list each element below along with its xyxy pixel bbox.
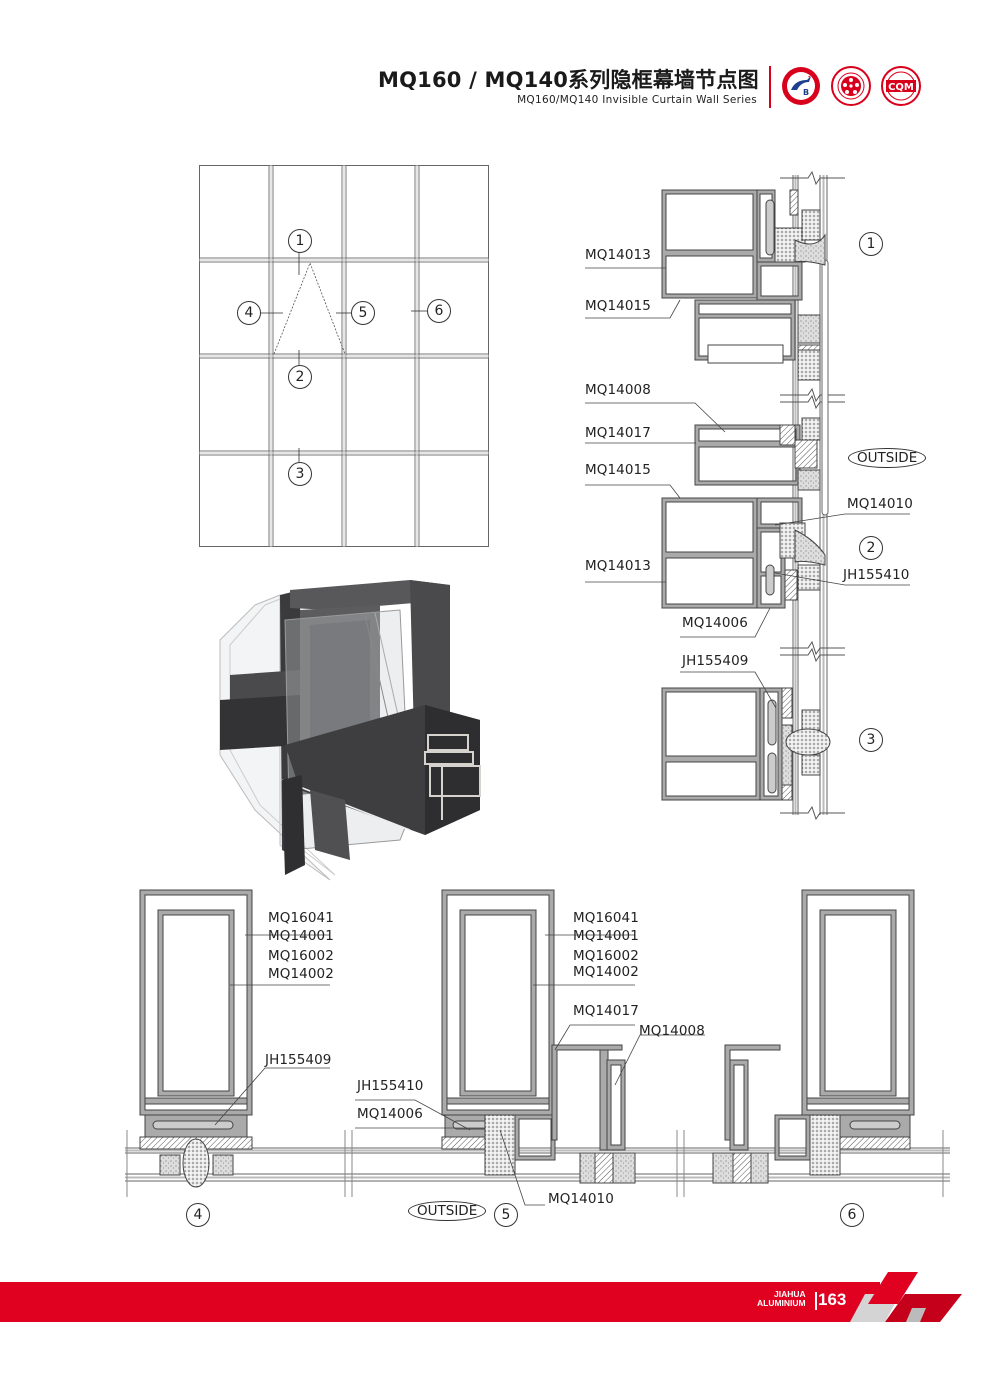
gb-certification-logo: B [782,67,820,105]
label-mq14017: MQ14017 [585,425,651,441]
label-mq14008: MQ14008 [585,382,651,398]
s5-label-mq14008: MQ14008 [639,1023,705,1039]
footer-brand: JIAHUA ALUMINIUM [757,1290,806,1308]
curtain-wall-3d-render [219,580,481,881]
s4-label-mq14001: MQ14001 [268,928,334,944]
footer-brand-line2: ALUMINIUM [757,1298,806,1308]
page-number: 163 [818,1290,847,1309]
outside-label-horizontal: OUTSIDE [408,1201,487,1221]
section-marker-6: 6 [840,1203,864,1227]
marker-6: 6 [427,299,451,323]
marker-4: 4 [237,301,261,325]
label-mq14006: MQ14006 [682,615,748,631]
footer-chevron-graphic [840,1272,962,1322]
title-divider [769,66,771,108]
svg-text:B: B [803,88,809,97]
footer-band [0,1282,880,1322]
s5-label-mq16041: MQ16041 [573,910,639,926]
s4-label-jh155409: JH155409 [265,1052,332,1068]
label-mq14013-mid: MQ14013 [585,558,651,574]
vertical-section-drawing [585,170,910,821]
quality-seal-logo [831,66,871,106]
marker-5: 5 [351,301,375,325]
label-mq14010: MQ14010 [847,496,913,512]
marker-2: 2 [288,365,312,389]
label-jh155410: JH155410 [843,567,910,583]
section-marker-5: 5 [494,1203,518,1227]
page-title: MQ160 / MQ140系列隐框幕墙节点图 [378,68,759,92]
s4-label-mq16041: MQ16041 [268,910,334,926]
label-mq14015-mid: MQ14015 [585,462,651,478]
outside-label-vertical: OUTSIDE [848,448,927,468]
section-marker-4: 4 [186,1203,210,1227]
elevation-grid [199,165,489,547]
s4-label-mq14002: MQ14002 [268,966,334,982]
label-jh155409: JH155409 [682,653,749,669]
cqm-certification-logo: CQM [881,66,921,106]
s4-label-mq16002: MQ16002 [268,948,334,964]
section-marker-2: 2 [859,536,883,560]
s5-label-mq14001: MQ14001 [573,928,639,944]
s5-label-mq14006: MQ14006 [357,1106,423,1122]
horizontal-sections-drawing [125,889,950,1206]
s5-label-mq14017: MQ14017 [573,1003,639,1019]
page-subtitle: MQ160/MQ140 Invisible Curtain Wall Serie… [517,94,757,106]
s5-label-mq16002: MQ16002 [573,948,639,964]
footer-brand-line1: JIAHUA [773,1289,806,1299]
section-marker-3: 3 [859,728,883,752]
s5-label-jh155410: JH155410 [357,1078,424,1094]
marker-1: 1 [288,229,312,253]
label-mq14015-top: MQ14015 [585,298,651,314]
footer-separator [815,1292,817,1310]
s5-label-mq14010: MQ14010 [548,1191,614,1207]
s5-label-mq14002: MQ14002 [573,964,639,980]
svg-text:CQM: CQM [888,82,914,93]
section-marker-1: 1 [859,232,883,256]
label-mq14013-top: MQ14013 [585,247,651,263]
marker-3: 3 [288,462,312,486]
